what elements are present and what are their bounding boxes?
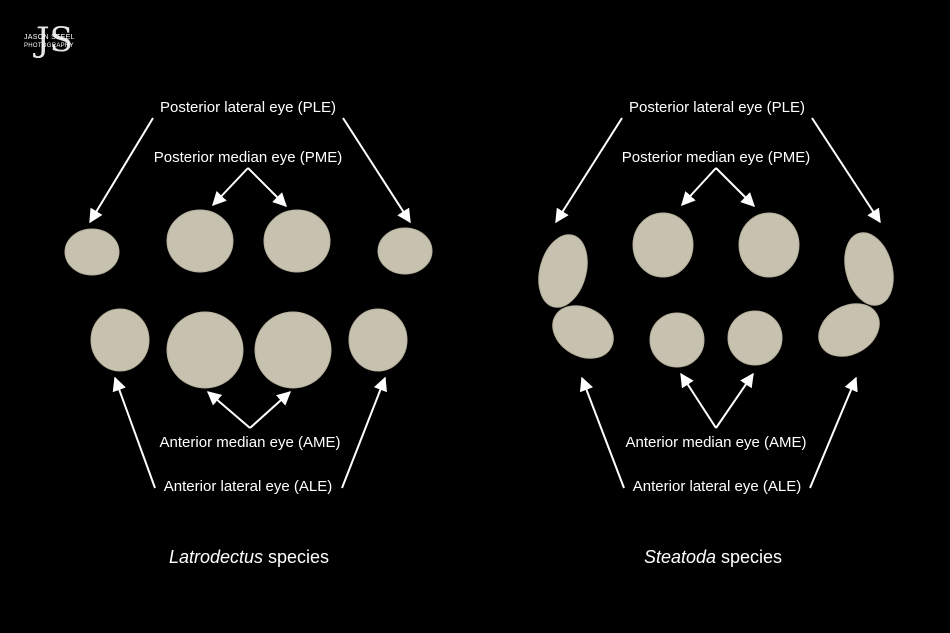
right-ame-label: Anterior median eye (AME) — [623, 434, 809, 452]
left-ale-label: Anterior lateral eye (ALE) — [161, 478, 335, 496]
left-caption: Latrodectus species — [169, 546, 329, 568]
left-ale-arrow-left — [112, 376, 156, 489]
latrodectus-eyes — [64, 209, 433, 389]
right-ale-label: Anterior lateral eye (ALE) — [630, 478, 804, 496]
left-pme-right-eye — [263, 209, 331, 273]
left-caption-genus: Latrodectus — [168, 547, 264, 567]
left-pme-arrow-left — [212, 167, 249, 207]
left-ple-right-eye — [377, 227, 433, 275]
left-ame-arrow-right — [249, 391, 292, 429]
left-ame-right-eye — [254, 311, 332, 389]
right-ame-left-eye — [649, 312, 705, 368]
right-pme-label: Posterior median eye (PME) — [619, 149, 813, 167]
right-pme-right-eye — [738, 212, 800, 278]
latrodectus-arrows — [89, 117, 411, 489]
left-ple-arrow-right — [342, 117, 411, 224]
left-ple-arrow-left — [89, 117, 154, 224]
left-ale-arrow-right — [341, 376, 387, 489]
right-ame-right-eye — [727, 310, 783, 366]
right-caption: Steatoda species — [644, 546, 782, 568]
steatoda-arrows — [555, 117, 881, 489]
right-pme-left-eye — [632, 212, 694, 278]
left-ple-left-eye — [64, 228, 120, 276]
right-caption-rest: species — [716, 547, 783, 567]
left-ame-label: Anterior median eye (AME) — [157, 434, 343, 452]
left-pme-label: Posterior median eye (PME) — [151, 149, 345, 167]
right-ale-arrow-right — [809, 376, 858, 489]
logo-name: JASON STEEL — [24, 34, 75, 41]
steatoda-eyes — [538, 212, 894, 368]
left-ale-left-eye — [90, 308, 150, 372]
right-pme-arrow-right — [715, 167, 755, 207]
right-ple-label: Posterior lateral eye (PLE) — [627, 99, 807, 117]
left-ale-right-eye — [348, 308, 408, 372]
left-pme-arrow-right — [247, 167, 287, 207]
right-ale-arrow-left — [579, 376, 625, 489]
left-ple-label: Posterior lateral eye (PLE) — [158, 99, 338, 117]
left-ame-arrow-left — [206, 391, 251, 429]
right-ale-left-eye — [552, 305, 614, 359]
right-ple-arrow-right — [811, 117, 881, 224]
photographer-logo: JS JASON STEEL PHOTOGRAPHY — [22, 18, 82, 68]
right-ple-right-eye — [844, 232, 894, 306]
logo-monogram: JS — [36, 20, 73, 60]
right-ple-left-eye — [538, 234, 588, 308]
left-ame-left-eye — [166, 311, 244, 389]
left-pme-left-eye — [166, 209, 234, 273]
right-ale-right-eye — [818, 303, 880, 357]
right-ame-arrow-left — [680, 372, 717, 429]
logo-subtitle: PHOTOGRAPHY — [24, 43, 74, 49]
right-ple-arrow-left — [555, 117, 623, 224]
right-pme-arrow-left — [681, 167, 717, 207]
right-ame-arrow-right — [715, 372, 754, 429]
right-caption-genus: Steatoda — [643, 547, 717, 567]
left-caption-rest: species — [263, 547, 330, 567]
